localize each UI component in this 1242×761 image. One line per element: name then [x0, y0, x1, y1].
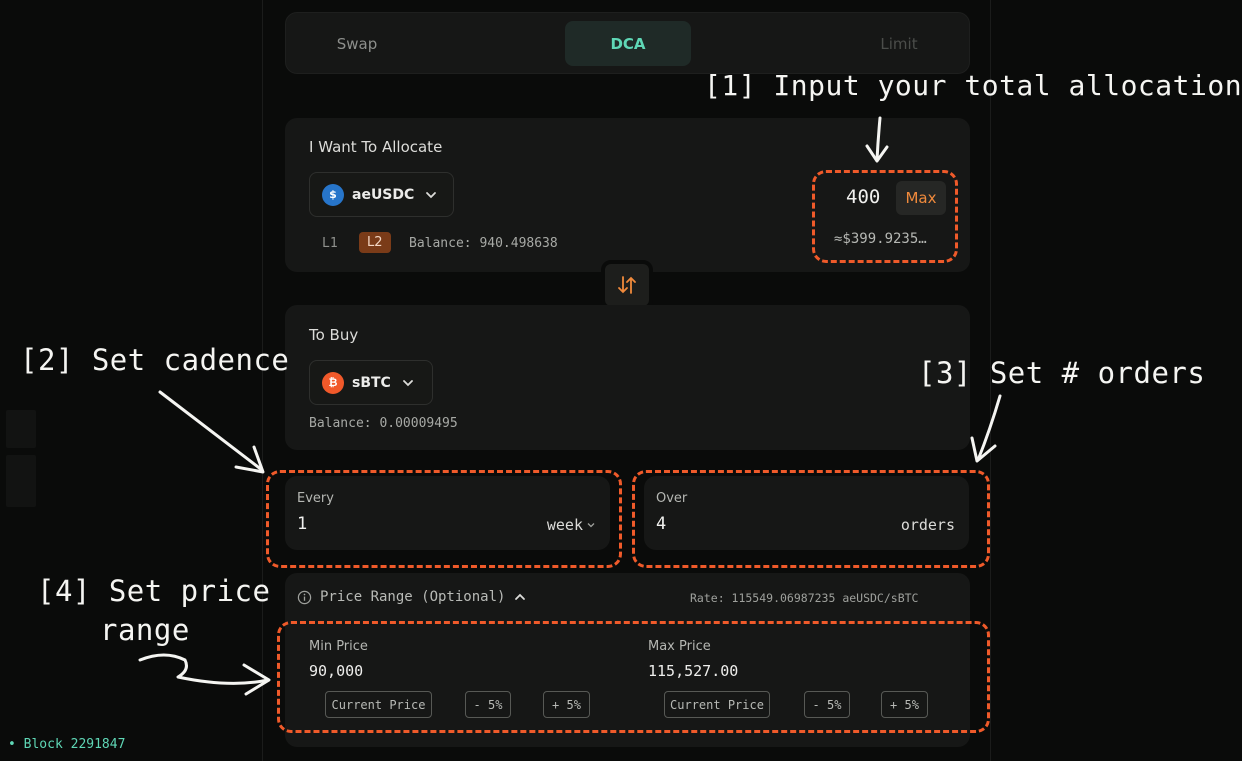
buy-token-select[interactable]: ₿ sBTC: [309, 360, 433, 405]
info-icon: [297, 590, 312, 604]
block-height-status: • Block 2291847: [8, 737, 126, 752]
cadence-label: Every: [297, 491, 334, 506]
tab-swap[interactable]: Swap: [336, 34, 378, 53]
orders-value-input[interactable]: 4: [656, 514, 667, 534]
chevron-down-icon: [422, 186, 440, 204]
annotation-arrow-4-head: [242, 663, 271, 696]
annotation-3: [3] Set # orders: [918, 356, 1206, 390]
min-minus-5-button[interactable]: - 5%: [465, 691, 511, 718]
usdc-coin-icon: $: [322, 183, 344, 206]
annotation-1: [1] Input your total allocation: [704, 69, 1242, 102]
annotation-outline-orders: [632, 470, 990, 568]
buy-token-name: sBTC: [352, 374, 391, 391]
chevron-up-icon: [515, 593, 526, 600]
background-chart-bar: [6, 410, 36, 448]
cadence-value-input[interactable]: 1: [297, 514, 308, 534]
cadence-box[interactable]: Every 1 week: [285, 476, 610, 550]
price-range-title: Price Range (Optional): [320, 589, 506, 605]
annotation-4-line2: range: [100, 613, 190, 647]
orders-label: Over: [656, 491, 688, 506]
max-price-input[interactable]: 115,527.00: [648, 662, 739, 680]
annotation-arrow-1: [875, 116, 882, 162]
annotation-arrow-3: [976, 394, 1002, 462]
annotation-outline-cadence: [266, 470, 622, 568]
annotation-arrow-4: [138, 653, 270, 685]
layer-l1-toggle[interactable]: L1: [322, 236, 338, 251]
allocate-token-select[interactable]: $ aeUSDC: [309, 172, 454, 217]
min-current-price-button[interactable]: Current Price: [325, 691, 432, 718]
allocation-amount-input[interactable]: 400: [846, 186, 881, 208]
min-price-label: Min Price: [309, 639, 368, 654]
mode-tabs: Swap DCA Limit: [285, 12, 970, 74]
annotation-2: [2] Set cadence: [20, 343, 290, 377]
price-range-toggle[interactable]: Price Range (Optional): [297, 589, 527, 605]
max-minus-5-button[interactable]: - 5%: [804, 691, 850, 718]
annotation-arrow-1-head: [865, 144, 889, 163]
chevron-down-icon: [587, 523, 595, 528]
price-range-panel: [285, 573, 970, 747]
tab-limit: Limit: [880, 34, 918, 53]
annotation-4-line1: [4] Set price: [37, 574, 271, 608]
orders-unit-label: orders: [900, 516, 955, 534]
btc-coin-icon: ₿: [322, 371, 344, 394]
cadence-unit-select[interactable]: week: [547, 516, 596, 534]
min-plus-5-button[interactable]: + 5%: [543, 691, 590, 718]
annotation-outline-allocation: [812, 170, 958, 263]
buy-title: To Buy: [309, 326, 359, 344]
cadence-unit-label: week: [546, 516, 583, 534]
allocate-token-name: aeUSDC: [352, 186, 415, 203]
min-price-input[interactable]: 90,000: [309, 662, 364, 680]
annotation-arrow-3-head: [970, 436, 997, 463]
allocation-usd-value: ≈$399.9235…: [834, 231, 927, 247]
background-chart-bar: [6, 455, 36, 507]
annotation-arrows: [138, 116, 1002, 696]
buy-balance: Balance: 0.00009495: [309, 416, 458, 431]
annotation-arrow-2-head: [234, 445, 265, 474]
max-current-price-button[interactable]: Current Price: [664, 691, 770, 718]
annotation-outline-price-range: [277, 621, 990, 733]
orders-box[interactable]: Over 4 orders: [644, 476, 969, 550]
max-price-label: Max Price: [648, 639, 711, 654]
swap-arrows-icon: [618, 276, 636, 294]
annotation-arrow-2: [158, 390, 264, 472]
tab-dca[interactable]: DCA: [565, 21, 691, 66]
layout-divider-left: [262, 0, 263, 761]
max-plus-5-button[interactable]: + 5%: [881, 691, 928, 718]
layout-divider-right: [990, 0, 991, 761]
dca-screen: Swap DCA Limit I Want To Allocate $ aeUS…: [6, 0, 1242, 761]
allocate-balance: Balance: 940.498638: [409, 236, 558, 251]
chevron-down-icon: [399, 374, 417, 392]
max-button[interactable]: Max: [896, 181, 946, 215]
layer-l2-toggle[interactable]: L2: [359, 232, 391, 253]
exchange-rate: Rate: 115549.06987235 aeUSDC/sBTC: [690, 591, 919, 605]
allocate-title: I Want To Allocate: [309, 138, 443, 156]
